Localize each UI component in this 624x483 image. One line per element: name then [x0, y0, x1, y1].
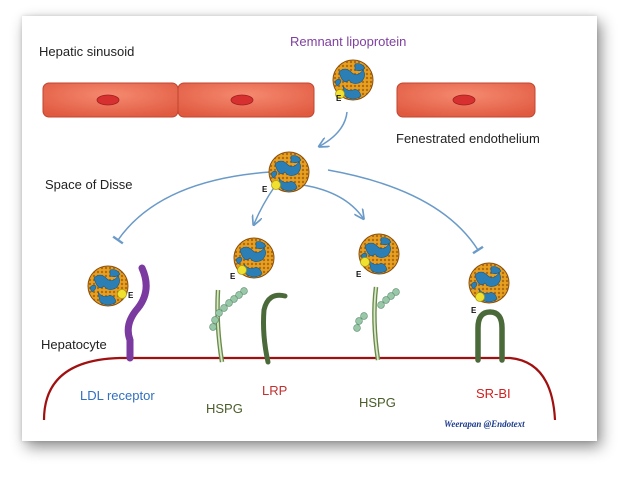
apo-e-label: E — [356, 270, 362, 279]
label-hepatic-sinusoid: Hepatic sinusoid — [39, 44, 134, 59]
label-sr-bi: SR-BI — [476, 386, 511, 401]
nucleus — [96, 94, 120, 106]
apo-e-label: E — [336, 94, 342, 103]
lipoprotein-sr-bi — [468, 262, 510, 304]
arrow-to-hspg-1 — [254, 185, 276, 224]
arrow-to-ldl-receptor — [112, 171, 271, 245]
apo-e-label: E — [262, 185, 268, 194]
label-remnant-lipoprotein: Remnant lipoprotein — [290, 34, 406, 49]
lipoprotein-hspg-1 — [233, 237, 275, 279]
label-lrp: LRP — [262, 383, 287, 398]
nucleus — [230, 94, 254, 106]
apo-e — [360, 257, 370, 267]
apo-e — [271, 180, 281, 190]
sr-bi-shape — [475, 309, 505, 363]
label-hspg-2: HSPG — [359, 395, 396, 410]
ldl-receptor-shape — [124, 264, 150, 362]
lrp-shape — [261, 292, 288, 365]
endothelial-cell-3 — [396, 82, 536, 118]
apo-e-label: E — [471, 306, 477, 315]
lipoprotein-disse — [268, 151, 310, 193]
lipoprotein-hspg-2 — [358, 233, 400, 275]
label-fenestrated-endothelium: Fenestrated endothelium — [396, 131, 540, 146]
apo-e-label: E — [230, 272, 236, 281]
endothelial-cell-2 — [177, 82, 315, 118]
label-hepatocyte: Hepatocyte — [41, 337, 107, 352]
lipoprotein-sinusoid — [332, 59, 374, 101]
label-ldl-receptor: LDL receptor — [80, 388, 155, 403]
lipoprotein-ldl-receptor — [87, 265, 129, 307]
apo-e-label: E — [128, 291, 134, 300]
apo-e — [475, 292, 485, 302]
endothelial-cell-1 — [42, 82, 179, 118]
nucleus — [452, 94, 476, 106]
label-hspg-1: HSPG — [206, 401, 243, 416]
arrow-to-sr-bi — [327, 169, 484, 255]
apo-e — [335, 89, 345, 99]
apo-e — [117, 289, 127, 299]
arrow-sinusoid-to-disse — [320, 111, 348, 146]
hspg-2-shape — [353, 286, 400, 361]
credit-text: Weerapan @Endotext — [444, 419, 525, 429]
hepatocyte-membrane — [42, 356, 557, 421]
label-space-of-disse: Space of Disse — [45, 177, 132, 192]
arrow-to-hspg-2 — [302, 184, 363, 218]
apo-e — [237, 265, 247, 275]
hspg-1-shape — [209, 287, 248, 363]
